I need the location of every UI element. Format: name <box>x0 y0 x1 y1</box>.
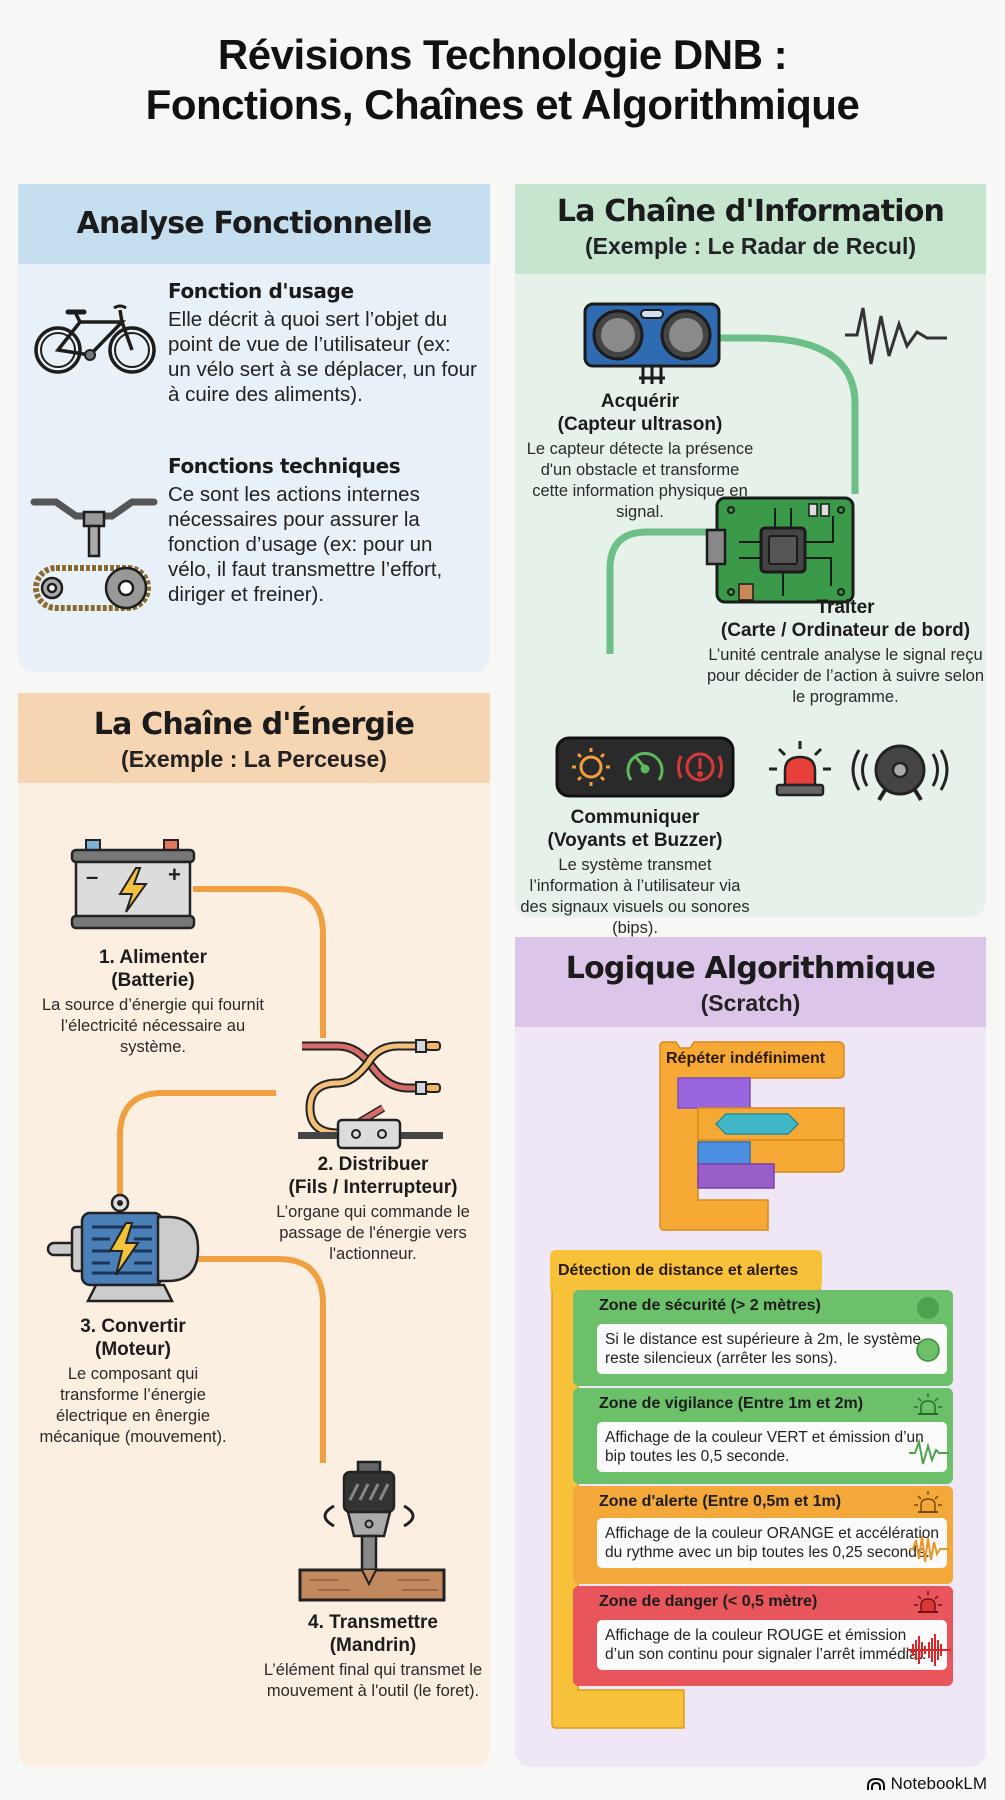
info-step-3: Communiquer (Voyants et Buzzer) Le systè… <box>515 806 755 939</box>
step-subtitle: (Voyants et Buzzer) <box>547 830 723 851</box>
info-step-2: Traiter (Carte / Ordinateur de bord) L’u… <box>705 596 986 708</box>
usage-text: Elle décrit à quoi sert l’objet du point… <box>168 308 477 406</box>
drill-chuck-icon <box>298 1460 446 1602</box>
zone-title: Zone d'alerte (Entre 0,5m et 1m) <box>573 1486 953 1518</box>
usage-block: Fonction d'usage Elle décrit à quoi sert… <box>168 279 478 407</box>
panel-heading: La Chaîne d'Information <box>556 194 945 229</box>
dashboard-lights-icon <box>555 736 735 798</box>
panel-analyse-fonctionnelle: Analyse Fonctionnelle Fonction d'usage E… <box>18 184 490 672</box>
wires-switch-icon <box>298 1039 443 1150</box>
svg-text:+: + <box>168 862 181 887</box>
technique-text: Ce sont les actions internes nécessaires… <box>168 483 443 606</box>
notebooklm-brand: NotebookLM <box>866 1774 987 1794</box>
buzzer-icon <box>851 744 949 802</box>
detection-label: Détection de distance et alertes <box>558 1262 799 1279</box>
panel-heading: La Chaîne d'Énergie <box>93 707 415 742</box>
panel-chaine-energie: La Chaîne d'Énergie (Exemple : La Perceu… <box>18 693 490 1767</box>
step-title: Acquérir <box>600 391 680 412</box>
step-text: L’élément final qui transmet le mouvemen… <box>263 1661 483 1700</box>
siren-icon <box>914 1393 942 1415</box>
green-wave-icon <box>909 1438 949 1465</box>
panel-header: Logique Algorithmique (Scratch) <box>515 937 986 1027</box>
step-text: L’unité centrale analyse le signal reçu … <box>707 646 984 706</box>
step-subtitle: (Capteur ultrason) <box>557 414 723 435</box>
step-subtitle: (Moteur) <box>95 1339 171 1360</box>
panel-subheading: (Exemple : Le Radar de Recul) <box>584 233 917 259</box>
zone-securite: Zone de sécurité (> 2 mètres) Si le dist… <box>573 1290 953 1386</box>
step-title: 1. Alimenter <box>98 947 208 968</box>
red-wave-icon <box>907 1634 951 1666</box>
step-subtitle: (Mandrin) <box>329 1635 417 1656</box>
svg-text:–: – <box>86 864 98 889</box>
step-title: Communiquer <box>570 807 700 828</box>
panel-heading: Analyse Fonctionnelle <box>76 206 433 241</box>
circuit-board-icon <box>705 496 855 604</box>
energy-step-4: 4. Transmettre (Mandrin) L’élément final… <box>258 1611 488 1702</box>
step-text: Le capteur détecte la présence d'un obst… <box>526 440 754 521</box>
siren-icon <box>914 1591 942 1613</box>
bicycle-icon <box>34 304 156 374</box>
info-step-1: Acquérir (Capteur ultrason) Le capteur d… <box>525 390 755 523</box>
step-title: 4. Transmettre <box>308 1612 438 1633</box>
panel-subheading: (Exemple : La Perceuse) <box>121 746 387 772</box>
title-line-2: Fonctions, Chaînes et Algorithmique <box>145 81 860 128</box>
title-line-1: Révisions Technologie DNB : <box>217 31 788 78</box>
forever-loop-label: Répéter indéfiniment <box>666 1050 826 1067</box>
motor-icon <box>46 1193 200 1303</box>
ultrasonic-sensor-icon <box>583 302 721 384</box>
handlebar-chain-icon <box>30 498 158 611</box>
panel-subheading: (Scratch) <box>700 990 801 1016</box>
zone-title: Zone de sécurité (> 2 mètres) <box>573 1290 953 1322</box>
zone-danger: Zone de danger (< 0,5 mètre) Affichage d… <box>573 1586 953 1686</box>
brand-label: NotebookLM <box>890 1774 987 1793</box>
detection-header-bar <box>550 1250 822 1290</box>
siren-icon <box>769 741 831 797</box>
panel-header: La Chaîne d'Information (Exemple : Le Ra… <box>515 184 986 274</box>
energy-step-2: 2. Distribuer (Fils / Interrupteur) L’or… <box>258 1153 488 1265</box>
zone-text: Affichage de la couleur ORANGE et accélé… <box>597 1518 947 1568</box>
step-subtitle: (Batterie) <box>111 970 195 991</box>
signal-wave-icon <box>845 307 947 365</box>
zone-vigilance: Zone de vigilance (Entre 1m et 2m) Affic… <box>573 1388 953 1484</box>
panel-header: La Chaîne d'Énergie (Exemple : La Perceu… <box>18 693 490 783</box>
zone-text: Si le distance est supérieure à 2m, le s… <box>597 1324 947 1374</box>
technique-title: Fonctions techniques <box>168 454 401 478</box>
green-dot-icon <box>916 1297 940 1362</box>
step-title: Traiter <box>816 597 875 618</box>
step-subtitle: (Carte / Ordinateur de bord) <box>720 620 971 641</box>
zone-text: Affichage de la couleur ROUGE et émissio… <box>597 1620 947 1670</box>
page-title: Révisions Technologie DNB : Fonctions, C… <box>0 30 1005 130</box>
energy-step-1: 1. Alimenter (Batterie) La source d’éner… <box>38 946 268 1058</box>
notebooklm-logo-icon <box>866 1777 885 1790</box>
battery-icon: – + <box>70 839 196 930</box>
energy-step-3: 3. Convertir (Moteur) Le composant qui t… <box>28 1315 238 1448</box>
zone-title: Zone de vigilance (Entre 1m et 2m) <box>573 1388 953 1420</box>
siren-icon <box>914 1491 942 1513</box>
step-text: Le composant qui transforme l’énergie él… <box>39 1365 227 1446</box>
scratch-forever-block <box>659 1041 845 1231</box>
step-title: 3. Convertir <box>80 1316 186 1337</box>
usage-title: Fonction d'usage <box>168 279 354 303</box>
panel-heading: Logique Algorithmique <box>565 951 936 986</box>
panel-header: Analyse Fonctionnelle <box>18 184 490 264</box>
zone-title: Zone de danger (< 0,5 mètre) <box>573 1586 953 1618</box>
step-text: La source d’énergie qui fournit l’électr… <box>42 996 264 1056</box>
step-text: Le système transmet l’information à l’ut… <box>520 856 750 937</box>
step-text: L’organe qui commande le passage de l'én… <box>276 1203 470 1263</box>
zone-alerte: Zone d'alerte (Entre 0,5m et 1m) Afficha… <box>573 1486 953 1584</box>
panel-chaine-information: La Chaîne d'Information (Exemple : Le Ra… <box>515 184 986 937</box>
step-title: 2. Distribuer <box>317 1154 429 1175</box>
step-subtitle: (Fils / Interrupteur) <box>288 1177 458 1198</box>
technique-block: Fonctions techniques Ce sont les actions… <box>168 454 478 607</box>
orange-wave-icon <box>909 1535 949 1563</box>
zone-text: Affichage de la couleur VERT et émission… <box>597 1422 947 1472</box>
